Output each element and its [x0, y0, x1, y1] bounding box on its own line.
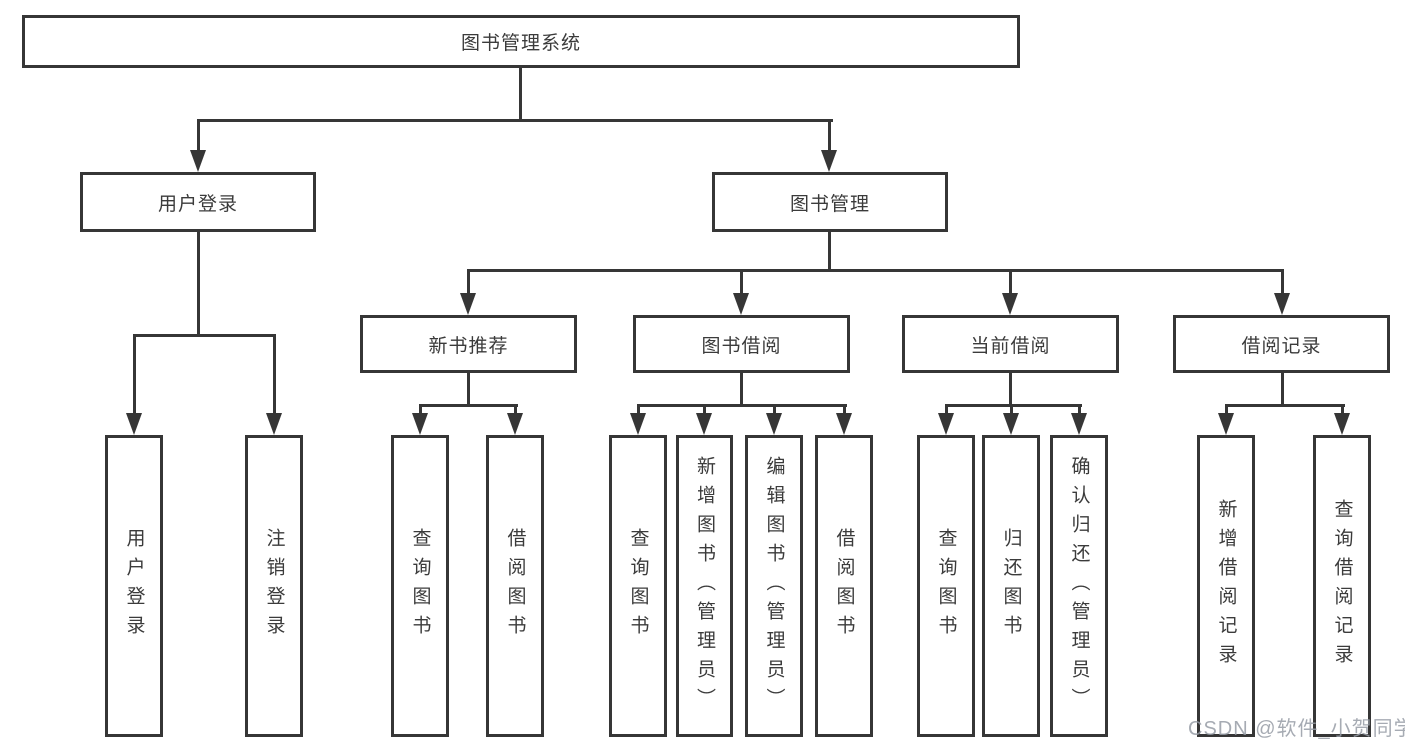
connector-line [945, 404, 1082, 407]
arrowhead-down-icon [507, 413, 523, 435]
node-current-borrowing: 当前借阅 [902, 315, 1119, 373]
node-label: 查询图书 [935, 528, 957, 644]
node-borrowing-records: 借阅记录 [1173, 315, 1390, 373]
arrowhead-down-icon [1274, 293, 1290, 315]
arrowhead-down-icon [126, 413, 142, 435]
connector-line [197, 232, 200, 336]
connector-line [467, 269, 1284, 272]
node-label: 查询图书 [409, 528, 431, 644]
leaf-confirm-return-admin: 确认归还（管理员） [1050, 435, 1108, 737]
arrowhead-down-icon [733, 293, 749, 315]
node-label: 查询图书 [627, 528, 649, 644]
connector-line [273, 334, 276, 416]
connector-line [945, 404, 948, 416]
leaf-query-borrowing-record: 查询借阅记录 [1313, 435, 1371, 737]
connector-line [843, 404, 846, 416]
leaf-add-borrowing-record: 新增借阅记录 [1197, 435, 1255, 737]
connector-line [1009, 269, 1012, 296]
connector-line [1341, 404, 1344, 416]
connector-line [197, 119, 833, 122]
connector-line [467, 269, 470, 296]
arrowhead-down-icon [1071, 413, 1087, 435]
csdn-watermark: CSDN @软件_小贺同学 [1188, 718, 1405, 740]
arrowhead-down-icon [836, 413, 852, 435]
leaf-query-books-recommendation: 查询图书 [391, 435, 449, 737]
node-label: 图书借阅 [701, 335, 782, 357]
connector-line [514, 404, 517, 416]
arrowhead-down-icon [1334, 413, 1350, 435]
connector-line [1281, 269, 1284, 296]
connector-line [1281, 373, 1284, 406]
leaf-logout: 注销登录 [245, 435, 303, 737]
leaf-query-books-borrowing: 查询图书 [609, 435, 667, 737]
connector-line [637, 404, 640, 416]
connector-line [1009, 373, 1012, 406]
connector-line [197, 119, 200, 153]
node-book-management: 图书管理 [712, 172, 948, 232]
leaf-user-login: 用户登录 [105, 435, 163, 737]
leaf-borrow-books-borrowing: 借阅图书 [815, 435, 873, 737]
connector-line [1225, 404, 1228, 416]
arrowhead-down-icon [1002, 293, 1018, 315]
node-label: 确认归还（管理员） [1068, 455, 1090, 717]
node-new-book-recommendation: 新书推荐 [360, 315, 577, 373]
node-label: 新书推荐 [428, 335, 509, 357]
connector-line [419, 404, 518, 407]
node-label: 借阅图书 [504, 528, 526, 644]
arrowhead-down-icon [821, 150, 837, 172]
connector-line [703, 404, 706, 416]
arrowhead-down-icon [766, 413, 782, 435]
arrowhead-down-icon [1003, 413, 1019, 435]
connector-line [828, 232, 831, 272]
node-label: 当前借阅 [970, 335, 1051, 357]
connector-line [828, 119, 831, 153]
connector-line [1078, 404, 1081, 416]
arrowhead-down-icon [1218, 413, 1234, 435]
connector-line [133, 334, 276, 337]
node-library-system: 图书管理系统 [22, 15, 1020, 68]
node-label: 借阅记录 [1241, 335, 1322, 357]
arrowhead-down-icon [696, 413, 712, 435]
arrowhead-down-icon [938, 413, 954, 435]
node-book-borrowing: 图书借阅 [633, 315, 850, 373]
connector-line [740, 269, 743, 296]
leaf-edit-books-admin: 编辑图书（管理员） [745, 435, 803, 737]
node-label: 用户登录 [123, 528, 145, 644]
arrowhead-down-icon [412, 413, 428, 435]
node-label: 归还图书 [1000, 528, 1022, 644]
node-label: 新增借阅记录 [1215, 499, 1237, 673]
connector-line [133, 334, 136, 416]
node-label: 查询借阅记录 [1331, 499, 1353, 673]
arrowhead-down-icon [190, 150, 206, 172]
connector-line [637, 404, 847, 407]
connector-line [1225, 404, 1345, 407]
connector-line [740, 373, 743, 406]
leaf-add-books-admin: 新增图书（管理员） [676, 435, 733, 737]
leaf-borrow-books-recommendation: 借阅图书 [486, 435, 544, 737]
node-label: 借阅图书 [833, 528, 855, 644]
node-label: 图书管理 [789, 193, 870, 215]
connector-line [467, 373, 470, 406]
node-user-login: 用户登录 [80, 172, 316, 232]
arrowhead-down-icon [460, 293, 476, 315]
node-label: 用户登录 [157, 193, 238, 215]
arrowhead-down-icon [266, 413, 282, 435]
node-label: 新增图书（管理员） [694, 455, 715, 717]
node-label: 图书管理系统 [460, 33, 581, 54]
leaf-query-books-current: 查询图书 [917, 435, 975, 737]
node-label: 注销登录 [263, 528, 285, 644]
connector-line [773, 404, 776, 416]
node-label: 编辑图书（管理员） [763, 455, 785, 717]
connector-line [1010, 404, 1013, 416]
connector-line [419, 404, 422, 416]
arrowhead-down-icon [630, 413, 646, 435]
connector-line [519, 68, 522, 122]
leaf-return-books: 归还图书 [982, 435, 1040, 737]
